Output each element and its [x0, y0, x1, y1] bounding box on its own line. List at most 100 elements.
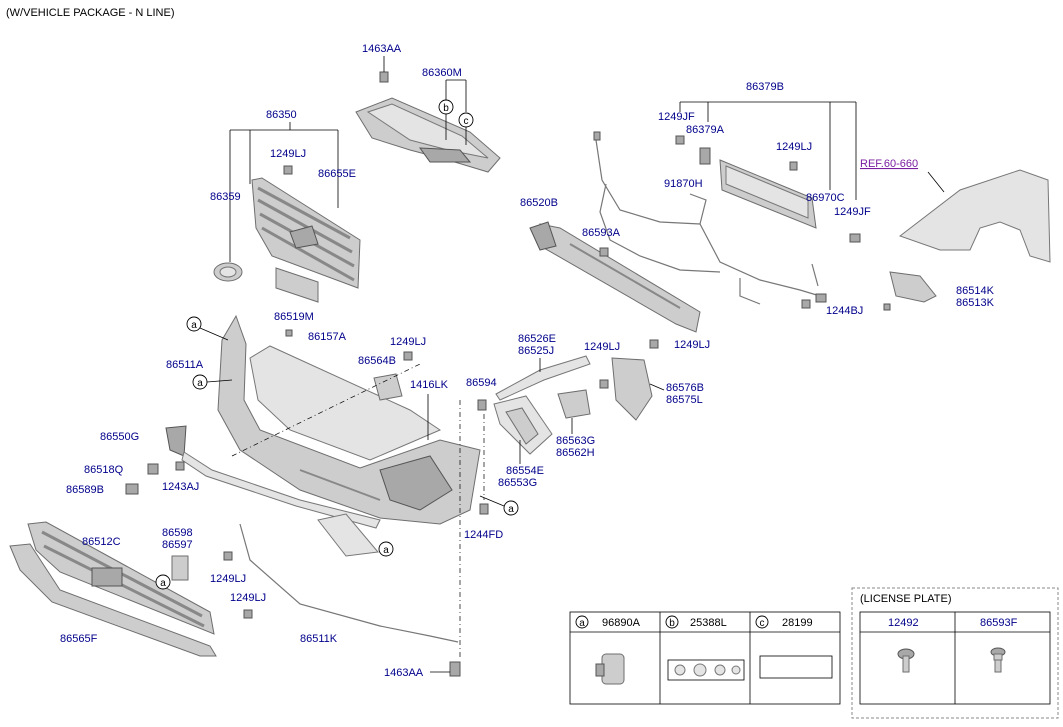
label-86562h: 86562H [556, 447, 595, 459]
label-86575l: 86575L [666, 394, 703, 406]
legend-table: a 96890A b 25388L c 28199 [569, 611, 841, 705]
clip-1463aa-top [379, 56, 389, 83]
frame-86554e [493, 395, 553, 455]
svg-text:a: a [160, 578, 166, 589]
label-86593a: 86593A [582, 227, 621, 239]
garnish-86550g [165, 425, 187, 457]
license-plate-title: (LICENSE PLATE) [860, 593, 952, 605]
wiring-harness-91870h [593, 131, 827, 309]
label-86379a: 86379A [686, 124, 725, 136]
bolt-icon [990, 647, 1006, 673]
label-plate-icon [759, 655, 833, 679]
package-note: (W/VEHICLE PACKAGE - N LINE) [6, 7, 175, 19]
svg-text:c: c [464, 116, 469, 127]
label-86511k: 86511K [300, 633, 338, 645]
legend-code-28199: 28199 [782, 617, 813, 629]
label-86564b: 86564B [358, 355, 396, 367]
label-1249lj-low2: 1249LJ [230, 592, 266, 604]
label-1249jf-b: 1249JF [834, 206, 871, 218]
bracket-86563g [557, 389, 591, 419]
svg-text:b: b [669, 618, 675, 629]
lower-strip-86511k [239, 523, 459, 643]
label-86512c: 86512C [82, 536, 121, 548]
label-86525j: 86525J [518, 345, 554, 357]
svg-text:c: c [760, 618, 765, 629]
fender-ref [898, 169, 1051, 263]
license-code-12492: 12492 [888, 617, 919, 629]
label-1463aa-top: 1463AA [362, 43, 402, 55]
label-1249lj-rail: 1249LJ [776, 141, 812, 153]
label-1249lj-right2: 1249LJ [674, 339, 710, 351]
label-86519m: 86519M [274, 311, 314, 323]
label-86360m: 86360M [422, 67, 462, 79]
warning-label-icon [667, 659, 745, 681]
label-86598: 86598 [162, 527, 193, 539]
callout-c-top: c [458, 112, 474, 128]
bracket-86576b [611, 357, 653, 421]
label-86513k: 86513K [956, 297, 995, 309]
label-91870h: 91870H [664, 178, 703, 190]
callout-a-4: a [503, 500, 519, 516]
lower-strip [181, 451, 381, 529]
label-1244bj: 1244BJ [826, 305, 863, 317]
svg-text:a: a [191, 320, 197, 331]
label-1249lj-low: 1249LJ [210, 573, 246, 585]
license-code-86593f: 86593F [980, 617, 1018, 629]
callout-a-3: a [378, 541, 394, 557]
bracket-86598 [171, 555, 189, 581]
label-86563g: 86563G [556, 435, 595, 447]
callout-a-2: a [192, 374, 208, 390]
svg-text:b: b [443, 103, 449, 114]
label-86379b: 86379B [746, 81, 784, 93]
plate-86519m [275, 267, 319, 303]
ref-60-660-link[interactable]: REF.60-660 [860, 158, 918, 170]
label-86526e: 86526E [518, 333, 556, 345]
label-86597: 86597 [162, 539, 193, 551]
legend-code-96890a: 96890A [602, 617, 641, 629]
label-86520b: 86520B [520, 197, 558, 209]
lower-lip-86565f [9, 543, 217, 657]
label-1244fd: 1244FD [464, 529, 503, 541]
label-86550g: 86550G [100, 431, 139, 443]
label-86157a: 86157A [308, 331, 347, 343]
label-1249lj-right: 1249LJ [584, 341, 620, 353]
callout-a-5: a [155, 574, 171, 590]
sensor-icon [595, 653, 625, 685]
callout-a-1: a [186, 316, 202, 332]
label-1463aa-bot: 1463AA [384, 667, 424, 679]
bracket-86514k [889, 271, 937, 303]
emblem-86359 [213, 262, 243, 282]
svg-text:a: a [579, 618, 585, 629]
svg-text:a: a [383, 545, 389, 556]
screw-icon [897, 648, 915, 673]
lower-grille-86512c [27, 521, 215, 635]
label-86511a: 86511A [166, 359, 204, 371]
legend-code-25388l: 25388L [690, 617, 727, 629]
legend-key-a: a [575, 615, 589, 629]
legend-key-c: c [755, 615, 769, 629]
upper-cover-86360m [355, 97, 501, 173]
label-86554e: 86554E [506, 465, 544, 477]
energy-absorber-86520b [529, 221, 701, 333]
bracket-86564b [373, 373, 403, 401]
label-86350: 86350 [266, 109, 297, 121]
legend-key-b: b [665, 615, 679, 629]
svg-text:a: a [197, 378, 203, 389]
callout-b-top: b [438, 99, 454, 115]
label-1249lj-grille: 1249LJ [270, 148, 306, 160]
label-86970c: 86970C [806, 192, 845, 204]
label-86359: 86359 [210, 191, 241, 203]
label-86514k: 86514K [956, 285, 995, 297]
label-1243aj: 1243AJ [162, 481, 199, 493]
label-86518q: 86518Q [84, 464, 124, 476]
label-86565f: 86565F [60, 633, 98, 645]
svg-text:a: a [508, 504, 514, 515]
lower-panel-a [317, 513, 379, 557]
label-1416lk: 1416LK [410, 379, 449, 391]
front-bumper-cover [217, 314, 481, 525]
label-1249lj-mid: 1249LJ [390, 336, 426, 348]
license-plate-box: (LICENSE PLATE) 12492 86593F [851, 587, 1059, 719]
radiator-grille-86350 [251, 177, 361, 289]
label-86594: 86594 [466, 377, 497, 389]
